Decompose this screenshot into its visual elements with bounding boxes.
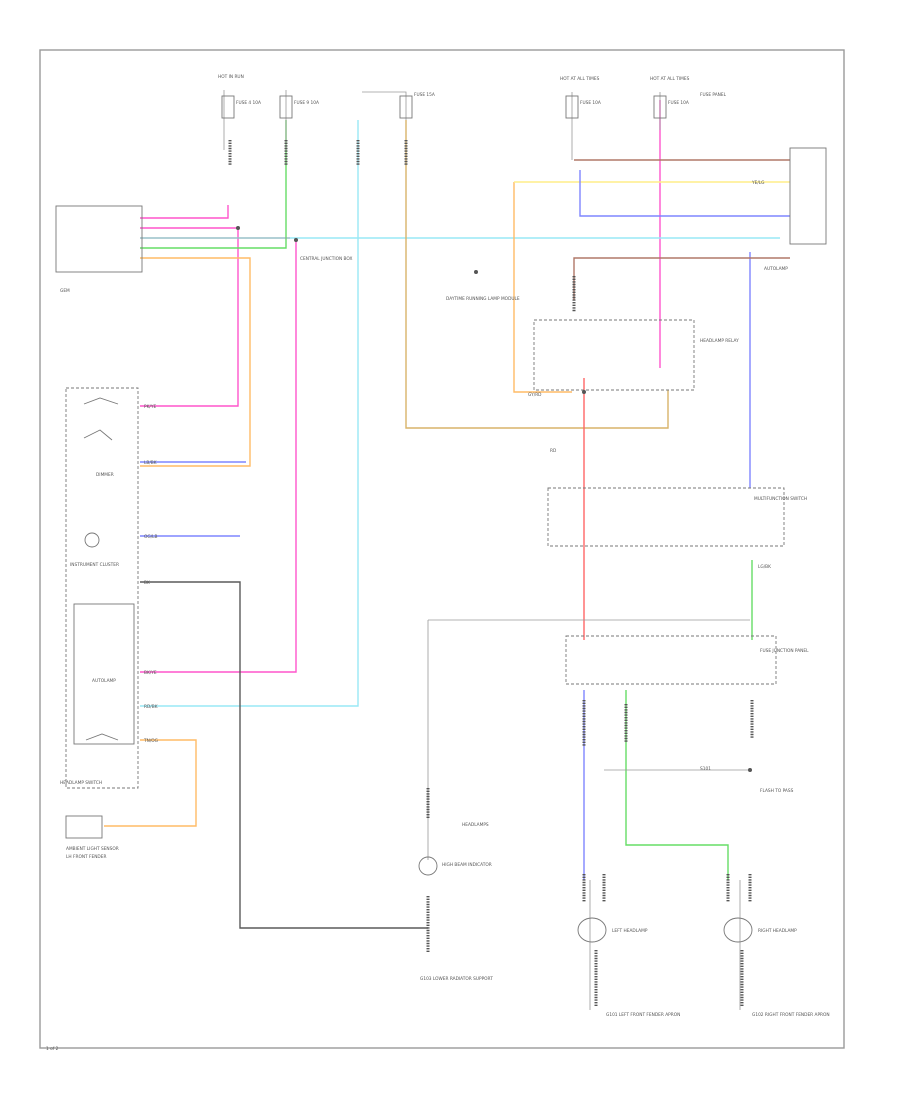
splice-dot-2 (294, 238, 298, 242)
label-fuse-a: FUSE 4 10A (236, 100, 261, 106)
label-ground-right: G102 RIGHT FRONT FENDER APRON (752, 1012, 830, 1018)
top-right-connector (789, 147, 827, 245)
label-page-code: 1 of 2 (46, 1046, 59, 1052)
wire-orange-2 (104, 739, 197, 827)
label-hot-all-1: HOT AT ALL TIMES (560, 76, 600, 82)
ambient-sensor-box (65, 815, 103, 839)
label-hot-all-2: HOT AT ALL TIMES (650, 76, 690, 82)
left-headlamp (577, 917, 607, 943)
wire-label-og-lb: OG/LB (144, 534, 158, 540)
wire-label-rd-bk: RD/BK (144, 704, 158, 710)
splice-dot-4 (582, 390, 586, 394)
wire-fuse-top-c (362, 91, 407, 120)
multi-connector-block (55, 205, 143, 273)
label-ground-left: G101 LEFT FRONT FENDER APRON (606, 1012, 680, 1018)
label-daytime-module: DAYTIME RUNNING LAMP MODULE (446, 296, 520, 302)
label-cjb: CENTRAL JUNCTION BOX (300, 256, 353, 262)
wire-label-lg-bk: LG/BK (758, 564, 771, 570)
switch-contact-2 (83, 429, 113, 441)
wire-label-lb-bk: LB/BK (144, 460, 157, 466)
label-multifunction: MULTIFUNCTION SWITCH (754, 496, 807, 502)
label-ambient-sensor: AMBIENT LIGHT SENSOR (66, 846, 119, 852)
label-dimmer: DIMMER (96, 472, 114, 478)
switch-contact-3 (85, 733, 119, 741)
fuse-junction-box-lower (565, 635, 777, 685)
label-headlamp-switch: HEADLAMP SWITCH (60, 780, 102, 786)
wire-brown-2 (573, 257, 790, 300)
wire-orange-1 (140, 257, 251, 467)
label-hot-run: HOT IN RUN (218, 74, 244, 80)
wire-green-3 (625, 690, 729, 880)
label-right-headlamp: RIGHT HEADLAMP (758, 928, 797, 934)
label-autolamp: AUTOLAMP (92, 678, 116, 684)
headlamp-switch-box (65, 387, 139, 789)
instrument-bulb (84, 532, 100, 548)
wire-light-blue (140, 120, 359, 707)
multifunction-box (547, 487, 785, 547)
wire-label-rd: RD (550, 448, 557, 454)
wire-pink-1 (140, 205, 229, 219)
diagram-frame (39, 49, 845, 1049)
label-fuse-e: FUSE 10A (668, 100, 689, 106)
wire-green-1 (140, 120, 287, 249)
wire-label-bk: BK (144, 580, 150, 586)
fuse-d (565, 95, 579, 119)
wire-label-gy-rd: GY/RD (528, 392, 542, 398)
label-flash-to-pass: FLASH TO PASS (760, 788, 794, 794)
label-fuse-panel-top: FUSE PANEL (700, 92, 727, 98)
splice-dot-1 (236, 226, 240, 230)
wire-pink-2 (140, 227, 239, 407)
label-fuse-c: FUSE 15A (414, 92, 435, 98)
fuse-a (221, 95, 235, 119)
label-autolamp-right: AUTOLAMP (764, 266, 788, 272)
fuse-e (653, 95, 667, 119)
wire-blue-2 (579, 170, 790, 217)
label-ground-center: G103 LOWER RADIATOR SUPPORT (420, 976, 493, 982)
label-fuse-b: FUSE 9 10A (294, 100, 319, 106)
label-relay: HEADLAMP RELAY (700, 338, 739, 344)
relay-box (533, 319, 695, 391)
label-lh-fender: LH FRONT FENDER (66, 854, 106, 860)
right-headlamp (723, 917, 753, 943)
label-splice: S101 (700, 766, 711, 772)
splice-dot-5 (748, 768, 752, 772)
wire-pink-3 (140, 240, 297, 673)
wire-label-ye-lg: YE/LG (751, 180, 765, 186)
label-fuse-junction-panel: FUSE JUNCTION PANEL (760, 648, 809, 654)
label-instrument-cluster: INSTRUMENT CLUSTER (70, 562, 119, 568)
fuse-c (399, 95, 413, 119)
splice-dot-3 (474, 270, 478, 274)
wire-ground-main (140, 581, 428, 929)
fuse-b (279, 95, 293, 119)
switch-contact-1 (83, 397, 119, 405)
wire-label-tn-og: TN/OG (143, 738, 158, 744)
high-beam-indicator (418, 856, 438, 876)
wire-label-pk-ye: PK/YE (144, 404, 156, 410)
wire-label-bk-ye: BK/YE (144, 670, 157, 676)
label-fuse-d: FUSE 10A (580, 100, 601, 106)
label-left-headlamp: LEFT HEADLAMP (612, 928, 648, 934)
label-high-beam: HIGH BEAM INDICATOR (442, 862, 492, 868)
wire-tan (405, 120, 669, 429)
label-headlamps: HEADLAMPS (462, 822, 489, 828)
wire-orange-3 (513, 182, 572, 393)
label-module: GEM (60, 288, 70, 294)
autolamp-module (73, 603, 135, 745)
